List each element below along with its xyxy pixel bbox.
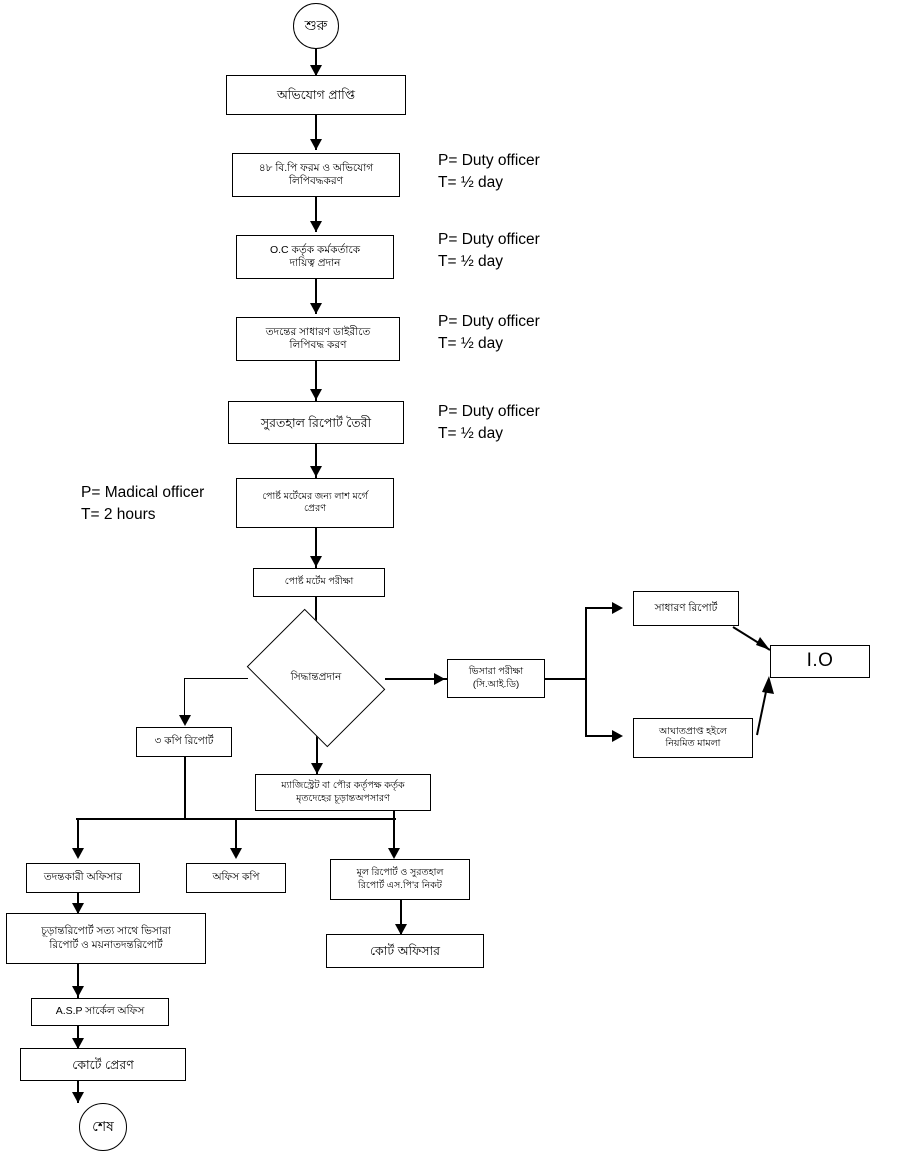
node-bp-form[interactable]: ৪৮ বি.পি ফরম ও অভিযোগ লিপিবদ্ধকরণ [232,153,400,197]
node-investigating-officer[interactable]: তদন্তকারী অফিসার [26,863,140,893]
annotation-surathal: P= Duty officer T= ½ day [438,403,540,443]
connector-decision-to-magistrate [316,718,318,774]
connector-decision-left-stub [184,678,248,679]
connector-branch-officecopy [235,818,237,856]
node-send-court[interactable]: কোর্টে প্রেরণ [20,1048,186,1081]
connector-start-to-complaint [315,47,317,77]
connector-bus-to-injurycase [585,735,621,737]
node-injury-case[interactable]: আঘাতপ্রাপ্ত হইলে নিয়মিত মামলা [633,718,753,758]
connector-sp-to-courtofficer [400,900,402,934]
connector-asp-to-sendcourt [77,1026,79,1048]
node-start-label: শুরু [304,17,328,34]
connector-finalreport-to-asp [77,964,79,998]
connector-branch-sp [393,818,395,856]
connector-morgue-to-postmortem [315,528,317,568]
node-io-label: I.O [806,650,834,672]
node-surathal-report[interactable]: সুরতহাল রিপোর্ট তৈরী [228,401,404,444]
arrow-injurycase-to-io [762,676,774,694]
node-general-report-label: সাধারণ রিপোর্ট [654,601,718,614]
arrow-branch-sp [388,848,400,859]
arrow-bus-to-injurycase [612,730,623,742]
connector-postmortem-to-decision [315,597,317,637]
node-visera-test-label: ভিসারা পরীক্ষা (সি.আই.ডি) [468,666,524,690]
node-send-morgue-label: পোর্ষ্ট মর্টেমের জন্য লাশ মর্গে প্রেরণ [262,490,368,514]
node-magistrate-release-label: ম্যাজিস্ট্রেট বা পৌর কর্তৃপক্ষ কর্তৃক মৃ… [281,780,405,804]
node-end[interactable]: শেষ [79,1103,127,1151]
node-office-copy-label: অফিস কপি [212,871,260,884]
connector-bus-vertical [585,607,587,737]
annotation-bp-form: P= Duty officer T= ½ day [438,152,540,192]
node-end-label: শেষ [92,1118,114,1135]
node-injury-case-label: আঘাতপ্রাপ্ত হইলে নিয়মিত মামলা [659,725,727,749]
connector-generalreport-to-io [732,626,771,651]
node-complaint-receipt[interactable]: অভিযোগ প্রাপ্তি [226,75,406,115]
node-main-report-sp-label: মূল রিপোর্ট ও সুরতহাল রিপোর্ট এস.পি'র নি… [356,867,444,891]
node-magistrate-release[interactable]: ম্যাজিস্ট্রেট বা পৌর কর্তৃপক্ষ কর্তৃক মৃ… [255,774,431,811]
arrow-finalreport-to-asp [72,986,84,997]
arrow-bpform-to-oc [310,221,322,232]
node-post-mortem-label: পোর্ষ্ট মর্টেম পরীক্ষা [284,576,354,588]
node-general-diary-label: তদন্তের সাধারণ ডাইরীতে লিপিবদ্ধ করণ [265,325,371,351]
annotation-oc-assign: P= Duty officer T= ½ day [438,231,540,271]
arrow-generalreport-to-io [756,637,770,650]
node-asp-circle-label: A.S.P সার্কেল অফিস [55,1005,145,1018]
node-final-report-label: চূড়ান্তরিপোর্ট সত্য সাথে ভিসারা রিপোর্ট… [41,925,171,951]
connector-bpform-to-oc [315,197,317,232]
node-three-copies-label: ৩ কপি রিপোর্ট [154,735,214,748]
node-three-copies[interactable]: ৩ কপি রিপোর্ট [136,727,232,757]
arrow-bus-to-generalreport [612,602,623,614]
node-final-report[interactable]: চূড়ান্তরিপোর্ট সত্য সাথে ভিসারা রিপোর্ট… [6,913,206,964]
arrow-decision-to-magistrate [311,763,323,774]
node-complaint-receipt-label: অভিযোগ প্রাপ্তি [276,88,356,102]
arrow-oc-to-diary [310,303,322,314]
annotation-general-diary: P= Duty officer T= ½ day [438,313,540,353]
connector-injurycase-to-io [756,681,769,736]
node-post-mortem[interactable]: পোর্ষ্ট মর্টেম পরীক্ষা [253,568,385,597]
arrow-morgue-to-postmortem [310,556,322,567]
node-main-report-sp[interactable]: মূল রিপোর্ট ও সুরতহাল রিপোর্ট এস.পি'র নি… [330,859,470,900]
node-court-officer[interactable]: কোর্ট অফিসার [326,934,484,968]
connector-diary-to-surathal [315,361,317,401]
arrow-sendcourt-to-end [72,1092,84,1103]
node-asp-circle[interactable]: A.S.P সার্কেল অফিস [31,998,169,1026]
node-general-diary[interactable]: তদন্তের সাধারণ ডাইরীতে লিপিবদ্ধ করণ [236,317,400,361]
connector-bus-to-generalreport [585,607,621,609]
arrow-complaint-to-bpform [310,139,322,150]
arrow-decision-to-threecopies [179,715,191,726]
arrow-diary-to-surathal [310,389,322,400]
connector-magistrate-down [393,811,395,820]
connector-threecopies-down [184,757,186,819]
node-io[interactable]: I.O [770,645,870,678]
node-court-officer-label: কোর্ট অফিসার [369,944,441,958]
node-office-copy[interactable]: অফিস কপি [186,863,286,893]
node-send-morgue[interactable]: পোর্ষ্ট মর্টেমের জন্য লাশ মর্গে প্রেরণ [236,478,394,528]
node-start[interactable]: শুরু [293,3,339,49]
connector-oc-to-diary [315,279,317,314]
arrow-io-to-finalreport [72,903,84,914]
node-investigating-officer-label: তদন্তকারী অফিসার [43,871,123,884]
arrow-start-to-complaint [310,65,322,76]
node-oc-assign[interactable]: O.C কর্তৃক কর্মকর্তাকে দায়িত্ব প্রদান [236,235,394,279]
arrow-sp-to-courtofficer [395,924,407,935]
connector-visera-to-bus [545,678,587,680]
node-visera-test[interactable]: ভিসারা পরীক্ষা (সি.আই.ডি) [447,659,545,698]
node-send-court-label: কোর্টে প্রেরণ [72,1057,134,1072]
arrow-asp-to-sendcourt [72,1038,84,1049]
node-decision[interactable]: সিদ্ধান্তপ্রদান [246,608,386,748]
node-general-report[interactable]: সাধারণ রিপোর্ট [633,591,739,626]
arrow-branch-io [72,848,84,859]
node-oc-assign-label: O.C কর্তৃক কর্মকর্তাকে দায়িত্ব প্রদান [269,243,361,269]
annotation-morgue: P= Madical officer T= 2 hours [81,484,205,524]
connector-branch-io [77,818,79,856]
connector-complaint-to-bpform [315,115,317,150]
connector-surathal-to-morgue [315,444,317,478]
arrow-decision-to-visera [434,673,445,685]
connector-decision-to-visera [385,678,447,680]
node-bp-form-label: ৪৮ বি.পি ফরম ও অভিযোগ লিপিবদ্ধকরণ [258,161,374,187]
node-decision-label: সিদ্ধান্তপ্রদান [290,670,342,683]
connector-decision-left-drop [184,678,185,722]
node-surathal-report-label: সুরতহাল রিপোর্ট তৈরী [260,415,372,430]
arrow-branch-officecopy [230,848,242,859]
arrow-surathal-to-morgue [310,466,322,477]
